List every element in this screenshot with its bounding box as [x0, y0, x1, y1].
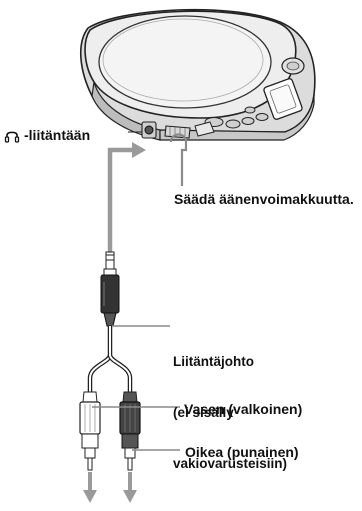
cable-label-line-1: Liitäntäjohto	[173, 353, 287, 370]
volume-label: Säädä äänenvoimakkuutta.	[174, 190, 354, 208]
volume-leader	[171, 135, 186, 187]
disc-lid	[99, 16, 271, 108]
control-knob-inner	[287, 62, 299, 70]
cd-player	[81, 10, 315, 140]
rca-plug-right	[120, 392, 140, 470]
headphone-jack-label: -liitäntään	[24, 126, 90, 144]
right-channel-label: Oikea (punainen)	[185, 443, 299, 461]
mini-plug	[101, 252, 119, 326]
insert-arrow	[110, 142, 146, 262]
button-3	[242, 118, 254, 125]
headphone-icon	[4, 128, 20, 144]
button-4	[256, 114, 268, 121]
button-5	[245, 107, 255, 113]
headphone-jack	[145, 126, 153, 134]
rca-plug-left	[80, 392, 100, 470]
volume-dial	[165, 126, 190, 138]
arrow-down-icon	[123, 472, 137, 503]
arrow-down-icon	[83, 472, 97, 503]
left-channel-label: Vasen (valkoinen)	[184, 400, 302, 418]
button-2	[226, 120, 240, 128]
